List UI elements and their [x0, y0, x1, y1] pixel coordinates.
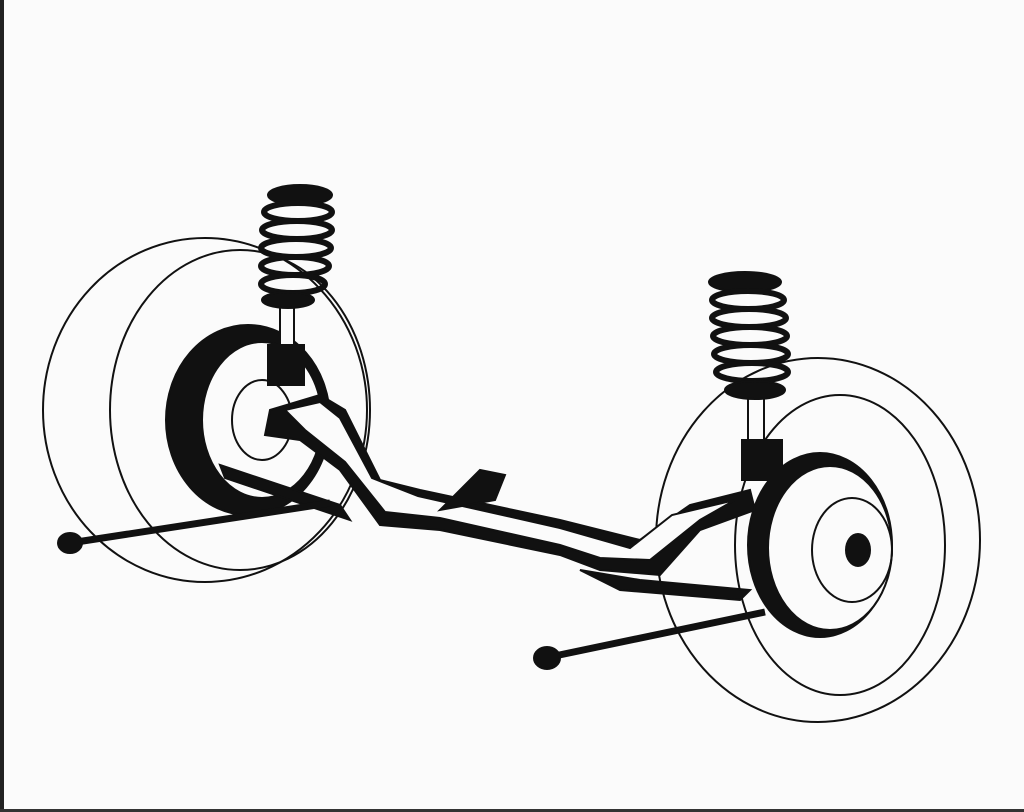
right-coil-spring [708, 271, 791, 481]
left-coil-spring [258, 184, 335, 386]
right-wheel [655, 357, 981, 723]
photo-border-bottom [0, 809, 1024, 812]
right-trailing-rod [533, 608, 766, 670]
left-trailing-rod [57, 499, 331, 554]
photo-border-left [0, 0, 4, 812]
axle-crossmember [218, 393, 757, 602]
